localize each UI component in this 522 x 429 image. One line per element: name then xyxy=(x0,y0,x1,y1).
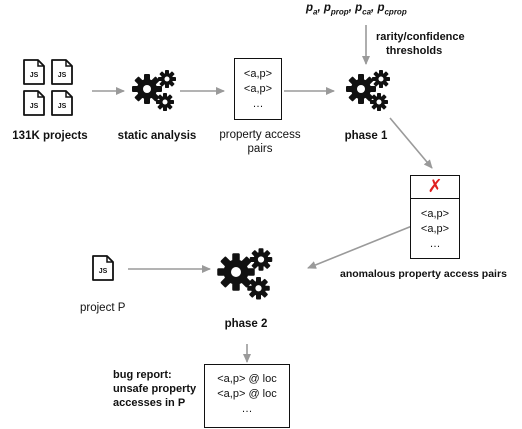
pair-ellipsis: … xyxy=(429,238,441,250)
phase1-gears-icon xyxy=(346,70,390,111)
anomalous-pairs-box: ✗ <a,p> <a,p> … xyxy=(410,175,460,259)
phase2-gears-icon xyxy=(217,248,272,299)
project-p-file-icon xyxy=(92,255,114,281)
bug-ellipsis: … xyxy=(241,403,253,415)
thresholds-label: rarity/confidence thresholds xyxy=(376,31,465,57)
projects-label: 131K projects xyxy=(12,130,88,142)
pair-item: <a,p> xyxy=(420,208,450,220)
arrow-anomalous-to-phase2 xyxy=(307,225,413,269)
pair-item: <a,p> xyxy=(243,68,273,80)
projects-files-icon xyxy=(23,59,73,116)
pair-ellipsis: … xyxy=(252,98,264,110)
property-access-pairs-box: <a,p> <a,p> … xyxy=(234,58,282,120)
bug-item: <a,p> @ loc xyxy=(217,388,277,400)
static-analysis-gears-icon xyxy=(132,70,176,111)
bug-item: <a,p> @ loc xyxy=(217,373,277,385)
pair-item: <a,p> xyxy=(243,83,273,95)
phase1-label: phase 1 xyxy=(344,130,388,142)
threshold-parameters: pa, pprop, pca, pcprop xyxy=(306,2,407,17)
static-analysis-label: static analysis xyxy=(117,130,197,142)
anomalous-header: ✗ xyxy=(411,176,459,199)
pair-item: <a,p> xyxy=(420,223,450,235)
project-p-label: project P xyxy=(80,302,126,314)
bug-report-label: bug report: unsafe property accesses in … xyxy=(113,369,197,409)
bug-report-box: <a,p> @ loc <a,p> @ loc … xyxy=(204,364,290,428)
cross-icon: ✗ xyxy=(427,176,443,197)
property-access-pairs-label: property access pairs xyxy=(219,129,301,155)
anomalous-pairs-label: anomalous property access pairs xyxy=(340,268,507,280)
phase2-label: phase 2 xyxy=(224,318,268,330)
arrow-phase1-to-anomalous xyxy=(389,117,433,169)
